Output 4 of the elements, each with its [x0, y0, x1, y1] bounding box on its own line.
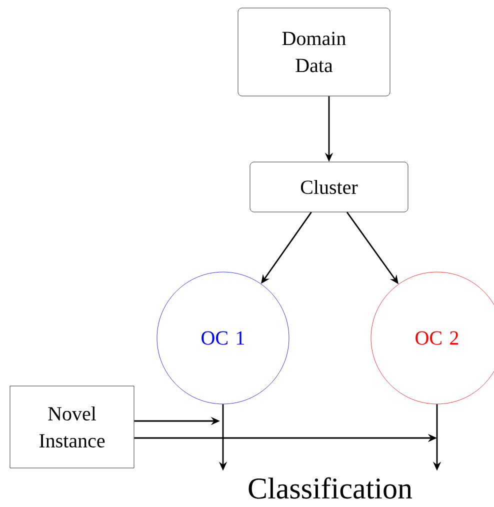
process-box: Domain Data — [238, 8, 390, 96]
input-box: Novel Instance — [10, 386, 134, 468]
process-box: Cluster — [250, 162, 408, 212]
output-label: Classification — [248, 477, 412, 499]
